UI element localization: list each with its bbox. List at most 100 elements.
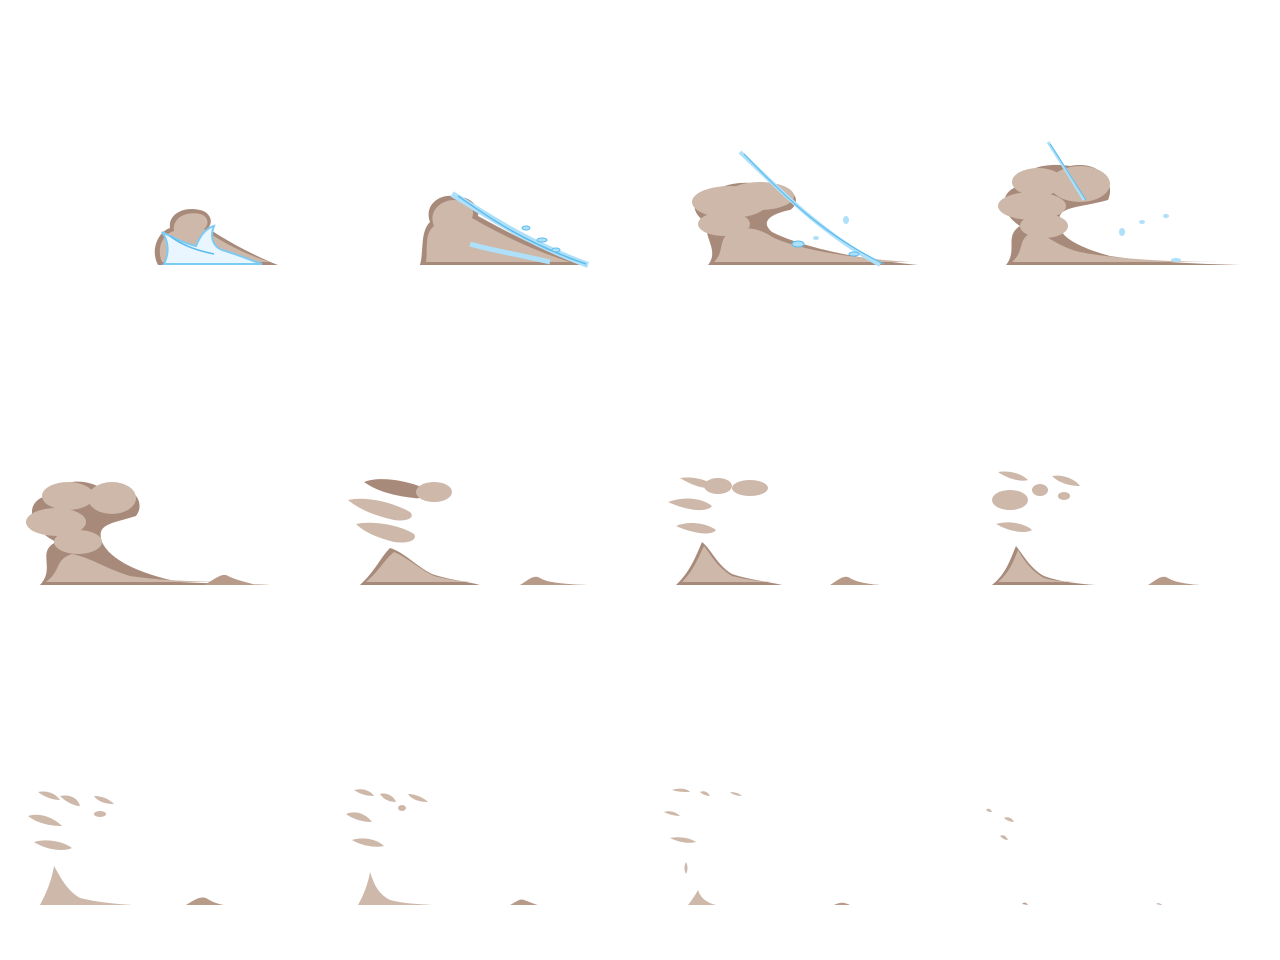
- dust-puff: [996, 522, 1032, 532]
- dust-mound: [510, 899, 538, 905]
- dust-puff: [60, 795, 80, 806]
- dust-puff: [380, 793, 396, 802]
- dust-puff: [38, 791, 60, 800]
- energy-streak: [743, 153, 885, 265]
- sprite-frame-12: [960, 640, 1280, 960]
- dust-impact-sprite: [420, 191, 590, 268]
- dust-mound: [520, 576, 588, 585]
- dust-puff: [88, 482, 136, 514]
- dust-puff: [26, 508, 86, 536]
- dust-wisp: [700, 791, 710, 796]
- sprite-frame-11: [640, 640, 960, 960]
- dust-puff: [94, 811, 106, 817]
- sprite-frame-3: [640, 0, 960, 320]
- dust-cloud-sprite: [986, 808, 1162, 905]
- dust-cloud-sprite: [992, 471, 1200, 585]
- dust-puff: [94, 796, 114, 804]
- sprite-frame-4: [960, 0, 1280, 320]
- dust-cloud-sprite: [348, 479, 588, 585]
- dust-cloud-sprite: [664, 788, 850, 905]
- dust-mound: [204, 574, 256, 585]
- dust-puff: [348, 498, 412, 521]
- energy-droplet: [843, 216, 849, 224]
- sprite-frame-1: [0, 0, 320, 320]
- energy-droplet: [791, 240, 805, 248]
- dust-puff: [1052, 475, 1080, 486]
- dust-cloud-sprite: [26, 481, 271, 585]
- dust-impact-sprite: [998, 141, 1240, 265]
- dust-wisp: [730, 792, 742, 796]
- energy-streak: [457, 195, 587, 265]
- energy-droplet: [1163, 214, 1169, 218]
- energy-droplet: [1119, 228, 1125, 236]
- dust-puff: [1032, 484, 1048, 496]
- dust-mound: [1148, 576, 1200, 585]
- sprite-frame-9: [0, 640, 320, 960]
- sprite-frame-6: [320, 320, 640, 640]
- dust-puff: [352, 838, 384, 847]
- dust-impact-sprite: [154, 208, 278, 265]
- dust-body: [688, 890, 716, 905]
- dust-puff: [732, 480, 768, 496]
- energy-droplet: [1139, 220, 1145, 224]
- dust-body: [714, 228, 910, 262]
- energy-streak: [1046, 141, 1086, 201]
- dust-wisp: [672, 788, 690, 792]
- dust-wisp: [1000, 835, 1008, 840]
- dust-puff: [54, 530, 102, 554]
- dust-puff: [992, 490, 1028, 510]
- sprite-frame-8: [960, 320, 1280, 640]
- sprite-frame-2: [320, 0, 640, 320]
- sprite-frame-5: [0, 320, 320, 640]
- dust-puff: [398, 805, 406, 811]
- dust-impact-sprite: [692, 150, 918, 267]
- dust-puff: [704, 478, 732, 494]
- dust-cloud-sprite: [668, 477, 880, 585]
- dust-puff: [998, 192, 1066, 220]
- dust-wisp: [684, 862, 688, 874]
- dust-wisp: [1156, 903, 1162, 905]
- dust-body: [682, 546, 774, 582]
- energy-droplet: [1171, 258, 1181, 262]
- sprite-frame-7: [640, 320, 960, 640]
- dust-body: [40, 866, 132, 905]
- dust-puff: [416, 482, 452, 502]
- dust-puff: [998, 471, 1028, 481]
- dust-shadow: [31, 481, 271, 585]
- dust-puff: [408, 794, 428, 802]
- dust-wisp: [1004, 817, 1014, 822]
- dust-puff: [676, 523, 716, 534]
- dust-wisp: [986, 808, 992, 812]
- dust-puff: [354, 789, 374, 796]
- dust-puff: [1020, 214, 1068, 238]
- energy-droplet: [813, 236, 819, 240]
- dust-body: [1012, 232, 1232, 262]
- dust-mound: [186, 897, 224, 905]
- energy-streak: [1049, 143, 1087, 201]
- dust-mound: [834, 902, 850, 905]
- dust-puff: [42, 482, 94, 510]
- dust-puff: [1058, 492, 1070, 500]
- dust-wisp: [664, 811, 680, 816]
- dust-puff: [34, 840, 72, 850]
- energy-streak: [469, 241, 551, 265]
- dust-body: [998, 550, 1088, 582]
- energy-droplet: [848, 251, 860, 257]
- energy-droplet: [551, 247, 561, 253]
- dust-body: [358, 872, 432, 905]
- energy-droplet: [521, 225, 531, 231]
- dust-puff: [668, 498, 712, 511]
- energy-droplet: [536, 237, 548, 243]
- dust-body: [426, 200, 570, 262]
- dust-cloud-sprite: [28, 791, 224, 905]
- energy-streak: [169, 235, 215, 255]
- dust-body: [46, 554, 262, 582]
- dust-body: [366, 552, 474, 582]
- dust-wisp: [1022, 902, 1028, 905]
- dust-cloud-sprite: [346, 789, 538, 905]
- energy-burst: [161, 224, 263, 265]
- dust-puff: [28, 814, 62, 826]
- dust-puff: [346, 812, 372, 822]
- dust-puff: [364, 479, 427, 499]
